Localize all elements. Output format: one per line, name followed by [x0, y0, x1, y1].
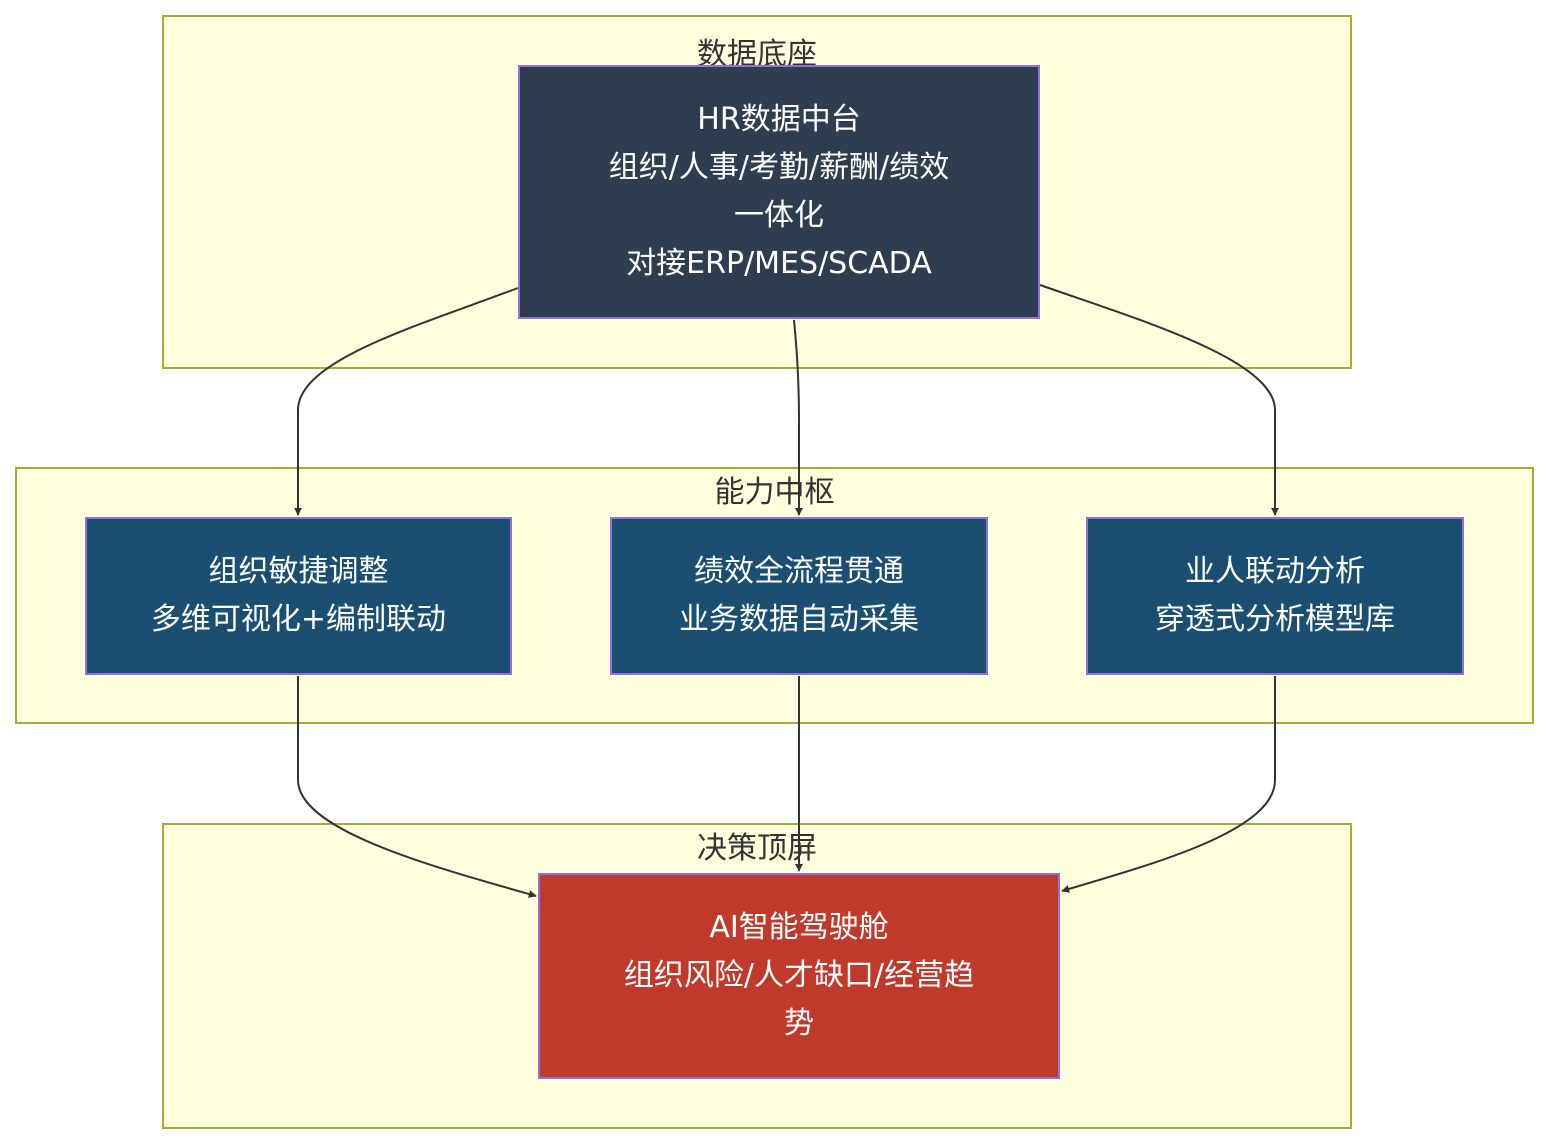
- node-performance-pipeline-line-2: 业务数据自动采集: [679, 602, 919, 637]
- node-ai-cockpit-line-1: AI智能驾驶舱: [709, 910, 889, 945]
- node-org-agile-adjustment[interactable]: 组织敏捷调整 多维可视化+编制联动: [85, 517, 512, 675]
- group-title-decision-screen: 决策顶屏: [697, 831, 817, 866]
- node-ai-cockpit-line-3: 势: [784, 1006, 814, 1041]
- node-hr-data-platform-line-3: 一体化: [734, 198, 824, 233]
- node-hr-data-platform[interactable]: HR数据中台 组织/人事/考勤/薪酬/绩效 一体化 对接ERP/MES/SCAD…: [518, 65, 1040, 319]
- node-hr-data-platform-line-1: HR数据中台: [697, 102, 861, 137]
- node-hr-data-platform-line-4: 对接ERP/MES/SCADA: [626, 246, 932, 281]
- node-performance-pipeline[interactable]: 绩效全流程贯通 业务数据自动采集: [610, 517, 988, 675]
- node-performance-pipeline-line-1: 绩效全流程贯通: [694, 554, 904, 589]
- node-org-agile-adjustment-line-1: 组织敏捷调整: [208, 554, 389, 589]
- node-business-people-analysis-line-1: 业人联动分析: [1185, 554, 1365, 589]
- node-org-agile-adjustment-line-2: 多维可视化+编制联动: [150, 602, 447, 637]
- node-business-people-analysis-line-2: 穿透式分析模型库: [1155, 602, 1395, 637]
- group-title-capability-hub: 能力中枢: [714, 475, 835, 510]
- node-business-people-analysis[interactable]: 业人联动分析 穿透式分析模型库: [1086, 517, 1464, 675]
- node-ai-cockpit-line-2: 组织风险/人才缺口/经营趋: [623, 958, 975, 993]
- node-hr-data-platform-line-2: 组织/人事/考勤/薪酬/绩效: [608, 150, 950, 185]
- node-ai-cockpit[interactable]: AI智能驾驶舱 组织风险/人才缺口/经营趋 势: [538, 873, 1060, 1079]
